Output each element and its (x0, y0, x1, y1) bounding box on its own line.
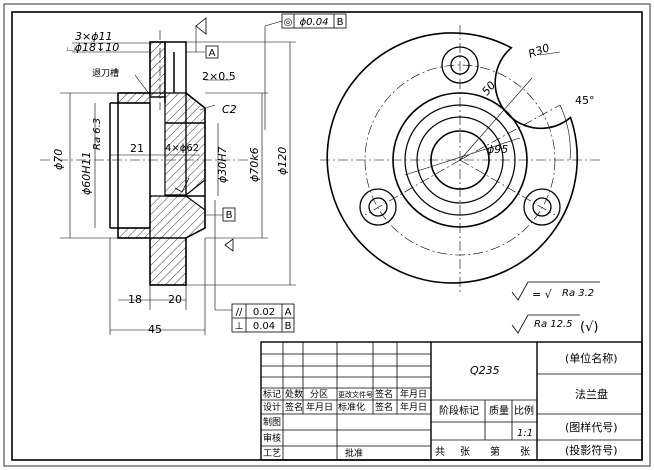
dim-phi60h11: ϕ60H11 (80, 151, 93, 195)
material: Q235 (470, 364, 500, 377)
roughness-notes: = √ Ra 3.2 Ra 12.5 (√) (511, 281, 600, 335)
stage-label: 阶段标记 (439, 404, 479, 417)
roughness-bore: Ra 6.3 (92, 118, 103, 150)
title-block (260, 341, 643, 461)
rev-doc-no: 更改文件号 (338, 390, 373, 399)
fcf-concentricity: ◎ ϕ0.04 B (264, 13, 347, 29)
fcf-parallel-symbol: // (236, 307, 243, 318)
unit-name: (单位名称) (565, 351, 618, 365)
datum-triangle-top (195, 17, 207, 35)
std-date: 年月日 (400, 401, 427, 413)
datum-a-box (205, 45, 219, 59)
outer-border (3, 3, 651, 467)
chamfer-c2: C2 (222, 103, 237, 116)
roughness-symbol-2 (511, 314, 580, 334)
roughness-note-1: Ra 3.2 (562, 288, 594, 299)
fcf-top-tolerance: ϕ0.04 (300, 17, 329, 28)
part-outline (109, 41, 206, 286)
fcf-parallel-datum: A (285, 307, 292, 318)
chamfer-2x0-5: 2×0.5 (202, 70, 236, 83)
undercut-label: 退刀槽 (92, 67, 119, 79)
callout-holes: 3×ϕ11 (75, 30, 112, 43)
design-label: 设计 (263, 401, 281, 413)
hatched-regions (117, 41, 206, 286)
section-view: A B 3×ϕ11 ⌴ϕ18↧10 退刀槽 2×0.5 C2 4×ϕ62 21 … (40, 17, 296, 336)
rev-zone: 分区 (310, 389, 328, 400)
sheet-no-label: 第 (490, 445, 500, 458)
projection-no: (投影符号) (565, 443, 618, 457)
sheet-total-unit: 张 (460, 446, 470, 458)
fcf-top-symbol: ◎ (284, 17, 293, 28)
sheet-no-unit: 张 (520, 446, 530, 458)
scale-value: 1:1 (517, 428, 533, 439)
end-view: R30 50 45° ϕ95 (320, 25, 600, 295)
title-block-text: Q235 (单位名称) 法兰盘 (图样代号) (投影符号) 标记 处数 分区 更… (263, 351, 618, 459)
roughness-mark (174, 177, 190, 193)
roughness-note-2: Ra 12.5 (534, 319, 573, 330)
dim-20: 20 (168, 293, 182, 306)
design-sign: 签名 (285, 401, 303, 413)
part-name: 法兰盘 (575, 387, 608, 401)
reviewer-label: 审核 (263, 432, 281, 444)
groove-size: 4×ϕ62 (165, 143, 199, 154)
weight-label: 质量 (489, 405, 509, 417)
roughness-eq-1: = √ (532, 288, 553, 301)
dim-angle-45: 45° (575, 94, 595, 107)
rev-mark: 标记 (263, 388, 281, 400)
process-label: 工艺 (263, 448, 281, 459)
rev-sign: 签名 (375, 388, 393, 400)
dim-phi30h7: ϕ30H7 (216, 146, 229, 183)
fcf-top-datum: B (337, 17, 344, 28)
rev-count: 处数 (285, 388, 303, 400)
fcf-perp-symbol: ⊥ (235, 321, 244, 332)
drawing-no: (图样代号) (565, 420, 618, 434)
rev-date: 年月日 (400, 388, 427, 400)
dim-phi120: ϕ120 (276, 147, 289, 175)
roughness-symbol-1 (511, 281, 600, 301)
dimension-lines (60, 41, 296, 335)
design-date: 年月日 (306, 401, 333, 413)
std-label: 标准化 (338, 401, 365, 413)
sheet-total-label: 共 (435, 446, 445, 458)
flange-outline (326, 32, 578, 284)
roughness-note-2-tail: (√) (580, 320, 598, 335)
dim-phi70: ϕ70 (52, 149, 65, 170)
approve-label: 批准 (345, 447, 363, 459)
datum-a-label: A (209, 48, 216, 59)
dim-18: 18 (128, 293, 142, 306)
dim-21: 21 (130, 142, 144, 155)
dim-phi70k6: ϕ70k6 (248, 147, 261, 182)
scale-label: 比例 (514, 404, 534, 417)
dim-phi95: ϕ95 (487, 143, 508, 156)
end-view-dimension-lines (404, 51, 571, 176)
fcf-perp-datum: B (285, 321, 292, 332)
dim-45: 45 (148, 323, 162, 336)
fcf-perp-tolerance: 0.04 (253, 321, 275, 332)
callout-cbore: ⌴ϕ18↧10 (66, 41, 119, 54)
std-sign: 签名 (375, 401, 393, 413)
datum-b-label: B (226, 210, 233, 221)
datum-b-box (222, 207, 236, 222)
drafter-label: 制图 (263, 416, 281, 428)
datum-triangle-bottom (224, 238, 234, 252)
dim-r30: R30 (527, 41, 552, 61)
fcf-parallel-tolerance: 0.02 (253, 307, 275, 318)
callout-leaders (72, 25, 266, 310)
fcf-bottom: // 0.02 A ⊥ 0.04 B (215, 303, 295, 333)
center-lines (40, 30, 250, 161)
